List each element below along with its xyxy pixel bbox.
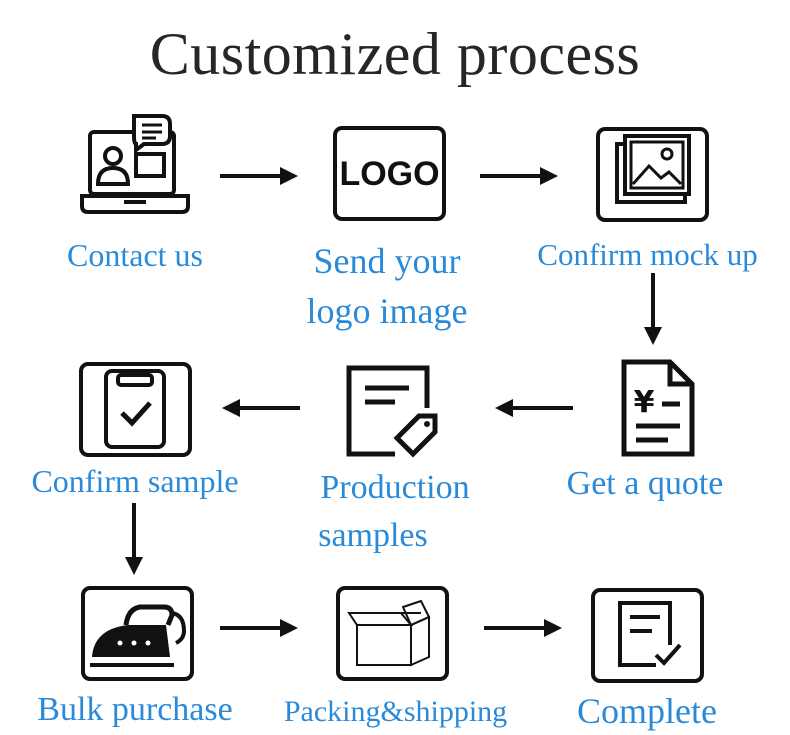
arrow-left-icon — [222, 398, 300, 418]
step-label-packing-shipping: Packing&shipping — [283, 695, 508, 728]
arrow-right-icon — [484, 618, 562, 638]
arrow-right-icon — [480, 166, 558, 186]
arrow-down-icon — [643, 273, 663, 345]
arrow-left-icon — [495, 398, 573, 418]
currency-symbol: ¥ — [634, 385, 655, 420]
step-label-send-logo-line2: logo image — [306, 291, 468, 331]
step-label-bulk-purchase: Bulk purchase — [37, 691, 233, 728]
image-gallery-icon — [595, 126, 710, 223]
iron-icon — [80, 585, 195, 682]
step-label-confirm-sample: Confirm sample — [31, 463, 239, 499]
step-label-complete: Complete — [577, 691, 717, 731]
step-label-send-logo-line1: Send your — [313, 241, 461, 281]
step-label-production-samples-line2: samples — [318, 517, 428, 554]
logo-box-icon: LOGO — [332, 125, 447, 222]
step-label-contact-us: Contact us — [67, 237, 203, 273]
contact-laptop-icon — [80, 112, 192, 224]
yen-invoice-icon: ¥ — [618, 358, 696, 458]
document-check-icon — [590, 587, 705, 684]
step-label-confirm-mock-up: Confirm mock up — [537, 237, 758, 272]
arrow-right-icon — [220, 166, 298, 186]
step-label-get-a-quote: Get a quote — [566, 465, 724, 502]
page-title: Customized process — [149, 21, 641, 87]
clipboard-check-icon — [78, 361, 193, 458]
document-tag-icon — [343, 362, 438, 462]
arrow-down-icon — [124, 503, 144, 575]
arrow-right-icon — [220, 618, 298, 638]
step-label-production-samples-line1: Production — [320, 469, 470, 506]
logo-text: LOGO — [339, 155, 439, 193]
open-box-icon — [335, 585, 450, 682]
